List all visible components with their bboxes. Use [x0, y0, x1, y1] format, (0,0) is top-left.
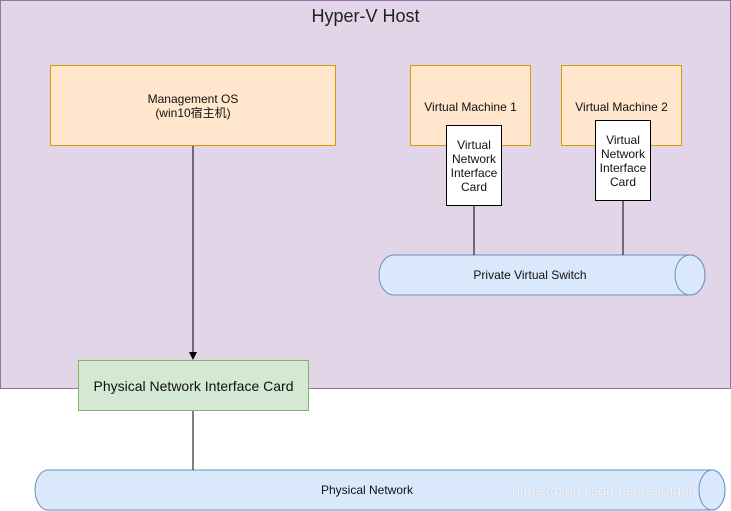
physical-nic-label: Physical Network Interface Card [93, 377, 294, 394]
private-switch-label: Private Virtual Switch [473, 268, 587, 282]
arrowhead [189, 352, 197, 360]
vnic-label-line: Card [609, 174, 636, 189]
virtual-machine-1-label: Virtual Machine 1 [424, 100, 517, 114]
management-os-node: Management OS (win10宿主机) [50, 65, 336, 146]
management-os-sublabel: (win10宿主机) [155, 105, 231, 120]
physical-network-label: Physical Network [320, 483, 414, 497]
vnic-label-line: Virtual [606, 132, 640, 147]
vm1-virtual-nic: Virtual Network Interface Card [446, 125, 502, 206]
vnic-label-line: Network [451, 151, 496, 166]
hyperv-host-title: Hyper-V Host [311, 6, 420, 26]
management-os-label: Management OS [147, 91, 239, 106]
vnic-label-line: Virtual [457, 137, 491, 152]
virtual-machine-2-label: Virtual Machine 2 [575, 100, 668, 114]
vnic-label-line: Card [460, 179, 487, 194]
vnic-label-line: Interface [599, 160, 647, 175]
physical-network-cylinder [34, 469, 726, 511]
vm2-virtual-nic: Virtual Network Interface Card [595, 120, 651, 201]
watermark: https://blog.csdn.net/fedragon [512, 482, 697, 498]
physical-nic-node: Physical Network Interface Card [78, 360, 309, 411]
vnic-label-line: Interface [450, 165, 498, 180]
vnic-label-line: Network [600, 146, 645, 161]
private-switch-cylinder [378, 254, 706, 296]
